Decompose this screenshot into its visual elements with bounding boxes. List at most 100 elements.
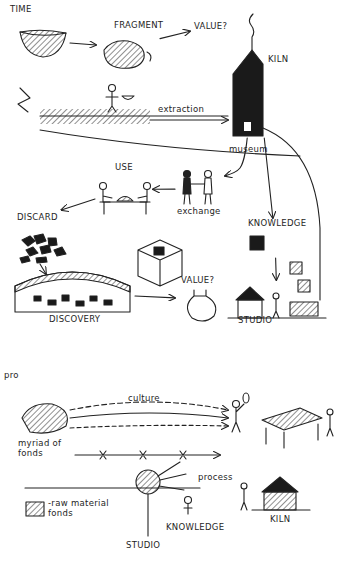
figure-body: [183, 178, 191, 204]
arrow: [70, 43, 96, 45]
knowledge-square: [298, 280, 310, 292]
figure-head: [205, 171, 212, 178]
sketch-annotation: extraction: [158, 104, 204, 114]
sketch-node: KILN: [228, 40, 290, 138]
figure-body: [138, 190, 147, 202]
figure-body: [191, 178, 212, 204]
node-label: DISCARD: [17, 212, 58, 222]
flow-arrow: [160, 31, 190, 38]
ink-strokes: [15, 14, 333, 536]
table-legs: [266, 424, 318, 448]
sketch-node: KNOWLEDGE: [240, 218, 310, 258]
sketch-node: VALUE?: [175, 275, 220, 323]
figure-head: [100, 183, 107, 190]
figure-body: [184, 504, 192, 514]
figure-head: [185, 497, 192, 504]
sketch-node: DISCARD: [15, 210, 65, 224]
node-label: KNOWLEDGE: [248, 218, 306, 228]
studio-bench: [290, 302, 318, 316]
sketch-annotation: STUDIO: [126, 540, 160, 550]
ground-line: [40, 115, 228, 116]
sketch-annotation: TIME: [10, 4, 32, 14]
mound-hatch: [15, 272, 130, 292]
sketch-node: USE: [95, 162, 153, 217]
flow-line: [40, 130, 300, 156]
myriad-arrow: [75, 454, 220, 455]
figure-head: [327, 409, 333, 415]
node-label: DISCOVERY: [49, 314, 100, 324]
node-label: FRAGMENT: [114, 20, 163, 30]
node-label: exchange: [177, 206, 221, 216]
node-label: STUDIO: [238, 315, 272, 325]
sketch-annotation: process: [198, 472, 233, 482]
kiln-door: [244, 122, 251, 131]
node-label: VALUE?: [181, 275, 214, 285]
pot: [187, 290, 215, 321]
sketch-annotation: KILN: [270, 514, 290, 524]
racket: [243, 393, 249, 403]
figure-body: [273, 299, 279, 318]
table-pile: [262, 408, 322, 430]
sketch-node: FRAGMENT: [100, 20, 160, 72]
culture-arrow: [70, 402, 228, 410]
knowledge-square: [250, 236, 264, 250]
kiln-roof: [262, 477, 298, 492]
node-label: VALUE?: [194, 21, 227, 31]
flow-arrow: [275, 258, 277, 280]
figure-body: [232, 404, 244, 432]
flow-line: [263, 128, 320, 300]
rock: [22, 404, 67, 433]
sketch-annotation: myriad of fonds: [18, 438, 72, 458]
table: [100, 202, 150, 214]
figure-body: [327, 415, 333, 436]
ground-line: [252, 509, 310, 510]
leader-line: [147, 494, 148, 536]
studio-roof: [236, 287, 264, 300]
flow-arrow: [61, 199, 95, 210]
sketch-annotation: pro: [4, 370, 19, 380]
sherd-pile: [20, 234, 66, 263]
sketch-node: exchange: [175, 160, 225, 218]
figure-head: [273, 293, 279, 299]
radiating-lines: [158, 462, 186, 490]
sketch-node: DISCOVERY: [15, 262, 135, 324]
figure-head: [109, 85, 116, 92]
kiln-smoke: [249, 14, 253, 50]
flow-arrow: [153, 189, 175, 190]
arrow: [40, 264, 46, 274]
figure-body: [103, 190, 112, 202]
sketch-annotation: KNOWLEDGE: [166, 522, 224, 532]
edge-label: museum: [229, 144, 268, 154]
small-bowl: [122, 96, 134, 100]
culture-arrow: [70, 413, 228, 418]
buried-sherds: [34, 295, 112, 306]
node-label: USE: [115, 162, 133, 172]
flow-arrow: [225, 138, 247, 176]
fragment-shard: [104, 41, 144, 69]
display-cube: [138, 240, 182, 286]
figure-head: [233, 401, 240, 408]
figure-head: [241, 483, 247, 489]
zigzag-mark: [18, 88, 30, 112]
bowl-on-table: [117, 197, 133, 202]
sketch-annotation: -raw material fonds: [48, 498, 112, 518]
cross-ticks: [100, 451, 186, 459]
sketch-annotation: culture: [128, 393, 160, 403]
knowledge-square: [290, 262, 302, 274]
figure-body: [106, 92, 118, 112]
hatched-circle: [136, 470, 160, 494]
sketch-node: STUDIO: [228, 280, 326, 325]
node-label: KILN: [268, 54, 288, 64]
kiln-building: [264, 492, 296, 510]
extraction-arrow: [150, 119, 228, 120]
discovery-mound: [15, 272, 130, 312]
raw-material-block: [26, 502, 44, 516]
sketch-node: VALUE?: [190, 18, 232, 34]
fragment-chip: [147, 52, 151, 61]
figure-body: [241, 489, 247, 510]
culture-arrow: [70, 425, 228, 428]
kiln-shape: [233, 50, 263, 136]
flow-arrow: [135, 296, 175, 298]
